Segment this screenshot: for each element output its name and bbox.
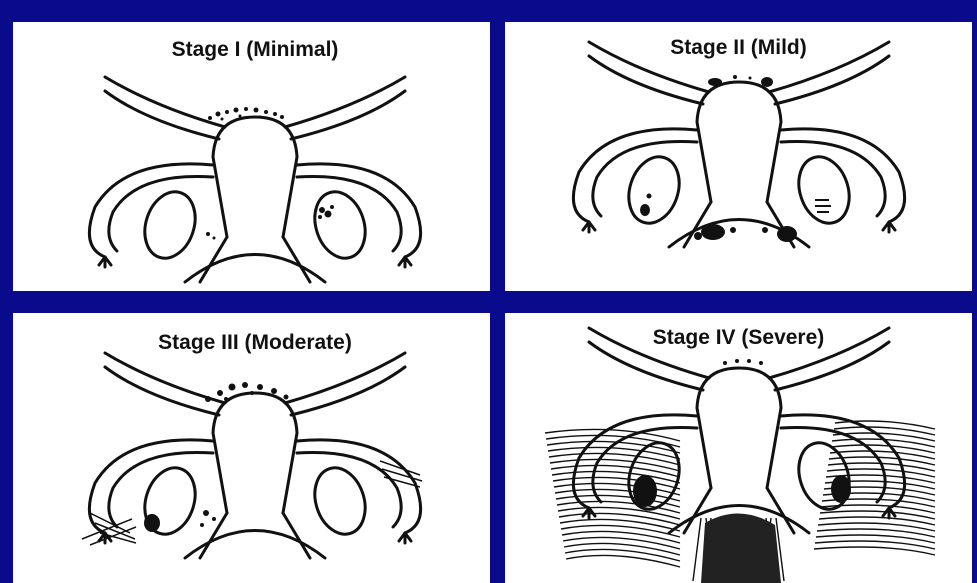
hatch-line-left-10 <box>550 459 680 471</box>
cervix-sides <box>684 202 794 247</box>
left-ligament-lower <box>105 367 219 415</box>
frame-middle-horizontal <box>0 291 977 313</box>
uterus-illustration <box>505 313 972 583</box>
right-tube-inner <box>297 176 401 251</box>
panel-stage-1: Stage I (Minimal) <box>20 22 490 291</box>
right-tube-inner <box>781 141 885 216</box>
right-ovary <box>307 185 374 265</box>
left-fimbriae <box>99 257 111 267</box>
cervix-curve <box>185 255 325 283</box>
uterus-outline <box>213 393 297 513</box>
hatch-line-left-8 <box>549 453 680 465</box>
uterus-illustration <box>20 22 490 291</box>
right-fimbriae <box>399 257 411 267</box>
left-tube-inner <box>109 176 213 251</box>
hatch-line-left-6 <box>548 447 680 459</box>
left-ovary <box>137 185 204 265</box>
left-ligament-lower <box>589 56 703 104</box>
panel-title: Stage I (Minimal) <box>20 38 490 62</box>
left-ovary <box>621 150 688 230</box>
right-ligament-lower <box>291 91 405 139</box>
edge-artifact <box>5 143 9 155</box>
hatch-line-right-43 <box>814 547 935 555</box>
hatch-line-left-14 <box>552 471 680 483</box>
right-ligament-lower <box>775 56 889 104</box>
panel-title: Stage III (Moderate) <box>20 331 490 355</box>
right-ligament-lower <box>291 367 405 415</box>
right-ovary <box>791 150 858 230</box>
frame-top <box>0 0 977 22</box>
lesion-marks <box>633 359 851 583</box>
right-fimbriae <box>883 222 895 232</box>
panel-stage-3: Stage III (Moderate) <box>20 313 490 583</box>
hatch-line-center-44 <box>693 518 701 581</box>
right-ovary <box>307 461 374 541</box>
hatch-line-left-12 <box>551 465 680 477</box>
uterus-outline <box>697 368 781 488</box>
panel-title: Stage II (Mild) <box>505 36 972 60</box>
left-fimbriae <box>583 222 595 232</box>
panel-stage-2: Stage II (Mild) <box>505 22 972 291</box>
cervix-sides <box>200 237 310 282</box>
cervix-sides <box>200 513 310 558</box>
right-fimbriae <box>399 533 411 543</box>
uterus-outline <box>697 82 781 202</box>
panel-title: Stage IV (Severe) <box>505 326 972 350</box>
left-tube-inner <box>109 452 213 527</box>
panel-stage-4: Stage IV (Severe) <box>505 313 972 583</box>
left-ligament-lower <box>105 91 219 139</box>
uterus-illustration <box>505 22 972 291</box>
uterus-outline <box>213 117 297 237</box>
cervix-curve <box>185 531 325 559</box>
